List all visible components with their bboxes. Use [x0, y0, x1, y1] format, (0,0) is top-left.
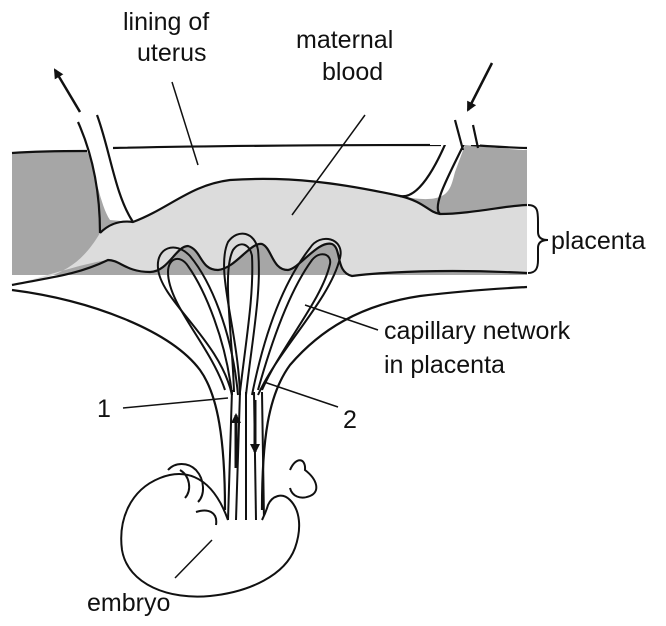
label-embryo: embryo: [87, 589, 170, 617]
placenta-brace: [528, 205, 548, 273]
blood-in-arrow: [468, 63, 492, 110]
label-vessel-1: 1: [97, 395, 111, 423]
umbilical-cord: [228, 390, 264, 520]
label-capillary-line2: in placenta: [384, 351, 505, 379]
label-capillary-line1: capillary network: [384, 317, 571, 345]
blood-out-arrow: [55, 70, 80, 112]
label-maternal-line1: maternal: [296, 26, 393, 54]
embryo-figure: [121, 460, 316, 596]
label-lining-line1: lining of: [123, 8, 209, 36]
label-vessel-2: 2: [343, 406, 357, 434]
label-lining-line2: uterus: [137, 39, 206, 67]
label-maternal-line2: blood: [322, 58, 383, 86]
label-placenta: placenta: [551, 227, 646, 255]
